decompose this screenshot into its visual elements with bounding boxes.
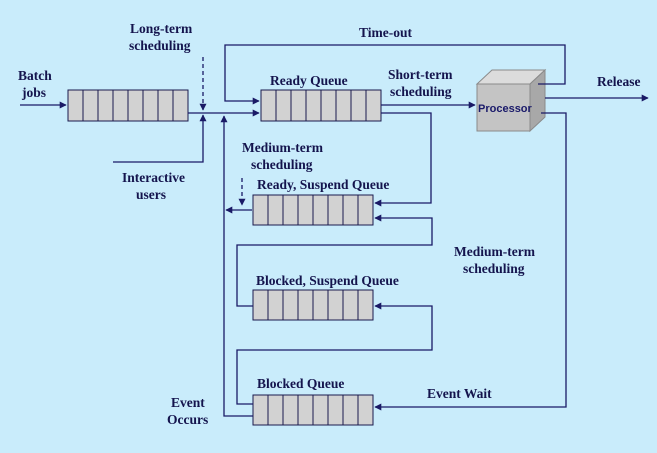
short-term-label-1: Short-term: [388, 67, 453, 82]
medium-term-b-label-2: scheduling: [463, 261, 525, 276]
event-occurs-label-2: Occurs: [167, 412, 208, 427]
long-term-label-2: scheduling: [129, 38, 191, 53]
ready-queue: [260, 89, 382, 122]
short-term-label-2: scheduling: [390, 84, 452, 99]
release-label: Release: [597, 74, 640, 89]
medium-term-label-1: Medium-term: [242, 140, 324, 155]
blocked-queue-label: Blocked Queue: [257, 376, 344, 391]
event-wait-label: Event Wait: [427, 386, 492, 401]
batch-jobs-queue: [67, 89, 189, 122]
ready-queue-label: Ready Queue: [270, 73, 348, 88]
batch-jobs-label-1: Batch: [18, 68, 52, 83]
event-occurs-label-1: Event: [171, 395, 205, 410]
blocked-suspend-queue: [252, 289, 374, 321]
medium-term-label-2: scheduling: [251, 157, 313, 172]
medium-term-b-label-1: Medium-term: [454, 244, 536, 259]
blocked-suspend-queue-label: Blocked, Suspend Queue: [256, 273, 399, 288]
long-term-label-1: Long-term: [130, 21, 193, 36]
blocked-queue: [252, 394, 374, 426]
ready-suspend-queue-label: Ready, Suspend Queue: [257, 177, 389, 192]
interactive-users-label-1: Interactive: [122, 170, 185, 185]
ready-suspend-queue: [252, 194, 374, 226]
timeout-label: Time-out: [359, 25, 413, 40]
processor-label: Processor: [478, 103, 533, 115]
interactive-users-label-2: users: [136, 187, 166, 202]
batch-jobs-label-2: jobs: [21, 85, 46, 100]
processor-cube: [475, 68, 547, 133]
connectors: [20, 44, 649, 417]
